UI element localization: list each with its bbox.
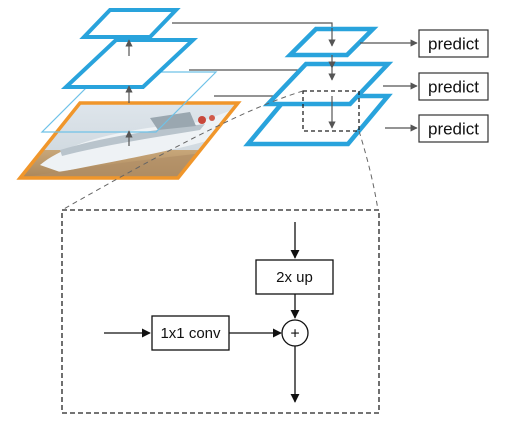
- upsample-box: [255, 259, 334, 295]
- conv-label: 1x1 conv: [160, 325, 221, 342]
- predict-outputs: predict predict predict: [360, 29, 489, 143]
- add-symbol: +: [290, 326, 299, 343]
- upsample-label: 2x up: [276, 269, 313, 286]
- predict-box-mid: [418, 72, 489, 101]
- predict-box-top: [418, 29, 489, 58]
- top-down-pyramid: [243, 26, 394, 147]
- zoom-guide-right: [358, 130, 379, 211]
- bottom-up-level-3: [79, 8, 181, 39]
- predict-label-top: predict: [428, 35, 479, 54]
- conv-box: [151, 315, 230, 351]
- zoom-guides: [61, 90, 379, 211]
- predict-box-bot: [418, 114, 489, 143]
- zoom-guide-left: [61, 90, 304, 211]
- top-down-level-3: [243, 93, 393, 147]
- bottom-up-level-2: [60, 38, 199, 89]
- top-down-level-2: [262, 61, 394, 107]
- bottom-up-pyramid: [16, 8, 242, 180]
- detail-frame: [61, 209, 380, 414]
- zoom-region: [302, 90, 360, 132]
- input-image-border: [16, 101, 242, 180]
- merge-detail: 2x up 1x1 conv +: [61, 209, 380, 414]
- predict-label-mid: predict: [428, 78, 479, 97]
- bottom-up-level-1: [40, 71, 218, 133]
- predict-label-bot: predict: [428, 120, 479, 139]
